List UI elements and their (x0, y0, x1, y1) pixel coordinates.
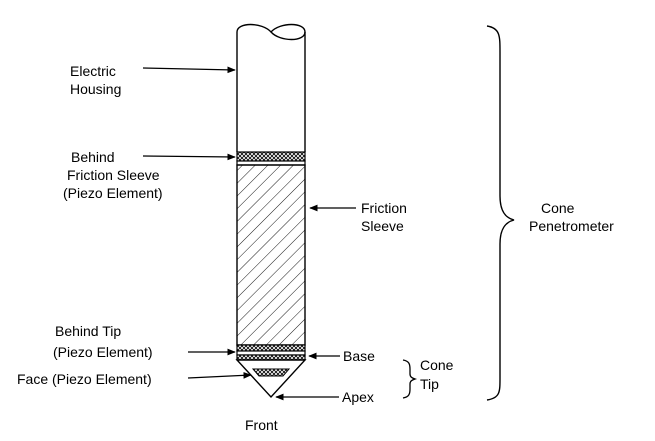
label-base: Base (343, 348, 375, 364)
brace-cone-penetrometer (486, 25, 515, 401)
label-friction-sleeve-2: Sleeve (361, 218, 404, 234)
base-lower-piezo (236, 354, 306, 361)
base-ring (236, 350, 306, 356)
arrow-behind-friction-sleeve (142, 153, 236, 161)
label-behind-friction-sleeve-2: Friction Sleeve (67, 167, 160, 183)
arrow-electric-housing (142, 66, 236, 74)
behind-friction-sleeve-piezo (236, 151, 306, 162)
label-cone-tip-1: Cone (420, 357, 454, 373)
label-behind-tip-2: (Piezo Element) (53, 344, 153, 360)
label-friction-sleeve-1: Friction (361, 200, 407, 216)
electric-housing-body (236, 23, 306, 152)
label-electric-housing-2: Housing (70, 81, 121, 97)
label-cone-tip-2: Tip (420, 376, 439, 392)
label-face: Face (Piezo Element) (17, 371, 152, 387)
arrow-face (187, 372, 252, 379)
label-apex: Apex (342, 389, 374, 405)
label-cone-penetrometer-2: Penetrometer (529, 218, 614, 234)
behind-tip-piezo (236, 344, 306, 352)
label-behind-tip-1: Behind Tip (55, 323, 121, 339)
cone-tip-body (235, 359, 307, 399)
label-front: Front (245, 417, 278, 433)
friction-sleeve-body (236, 164, 306, 346)
face-piezo (251, 368, 291, 377)
label-behind-friction-sleeve-3: (Piezo Element) (63, 185, 163, 201)
label-electric-housing-1: Electric (70, 63, 116, 79)
label-behind-friction-sleeve-1: Behind (71, 149, 115, 165)
brace-cone-tip (402, 359, 418, 399)
label-cone-penetrometer-1: Cone (541, 200, 575, 216)
